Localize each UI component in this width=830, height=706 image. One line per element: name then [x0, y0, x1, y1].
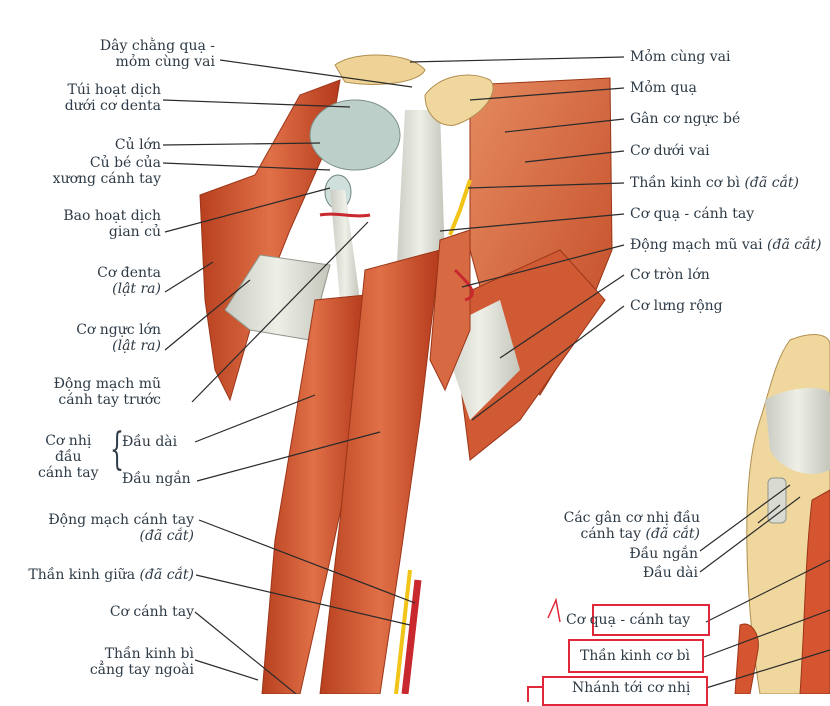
- median-nerve: [394, 569, 412, 695]
- label-acromion: Mỏm cùng vai: [630, 49, 731, 65]
- label-intertubercular-sheath: Bao hoạt dịch gian củ: [63, 208, 161, 240]
- label-circumflex-scapular: Động mạch mũ vai (đã cắt): [630, 237, 822, 253]
- handwritten-tick: [547, 597, 561, 623]
- label-inset-branch-to-biceps: Nhánh tới cơ nhị: [572, 680, 691, 696]
- leader-lines: [162, 56, 830, 695]
- label-median-nerve: Thần kinh giữa (đã cắt): [28, 567, 194, 583]
- label-inset-musculocutaneous: Thần kinh cơ bì: [580, 648, 691, 664]
- label-greater-tubercle: Củ lớn: [114, 137, 161, 153]
- label-brachialis: Cơ cánh tay: [109, 604, 194, 620]
- highlight-box-branch-edge: [527, 686, 543, 702]
- label-musculocutaneous-nerve: Thần kinh cơ bì (đã cắt): [630, 175, 799, 191]
- label-lesser-tubercle: Củ bé của xương cánh tay: [52, 155, 161, 187]
- inset-biceps-tendon-stump: [767, 477, 787, 524]
- subdeltoid-bursa: [309, 99, 401, 171]
- coracoid-bone: [424, 74, 494, 126]
- label-inset-coracobrachialis: Cơ quạ - cánh tay: [566, 612, 691, 628]
- label-long-head: Đầu dài: [122, 434, 178, 450]
- label-deltoid: Cơ đenta (lật ra): [97, 265, 161, 297]
- acromion-bone: [334, 54, 426, 85]
- label-subdeltoid-bursa: Túi hoạt dịch dưới cơ denta: [64, 82, 161, 114]
- label-short-head: Đầu ngắn: [122, 471, 191, 487]
- label-pectoralis-major: Cơ ngực lớn (lật ra): [76, 322, 161, 354]
- brachial-artery: [401, 579, 422, 695]
- main-illustration: [199, 54, 613, 695]
- anterior-circumflex-artery: [319, 212, 371, 218]
- musculocutaneous-nerve: [448, 179, 472, 236]
- label-acromioclavicular-ligament: Dây chằng quạ - mỏm cùng vai: [99, 38, 215, 70]
- label-brachial-artery: Động mạch cánh tay (đã cắt): [48, 512, 194, 544]
- inset-branch-muscle: [734, 623, 759, 695]
- label-inset-biceps-tendons: Các gân cơ nhị đầu cánh tay (đã cắt): [563, 510, 700, 542]
- deltoid-muscle: [199, 79, 341, 402]
- coracobrachialis-muscle: [429, 229, 471, 392]
- biceps-brace: {: [110, 424, 124, 475]
- inset-tendon-area: [765, 388, 830, 474]
- label-subscapularis: Cơ dưới vai: [630, 143, 710, 159]
- label-inset-short-head: Đầu ngắn: [629, 546, 698, 562]
- label-anterior-circumflex-humeral: Động mạch mũ cánh tay trước: [53, 376, 161, 408]
- label-teres-major: Cơ tròn lớn: [630, 267, 710, 283]
- highlight-box-musculocutaneous: [568, 639, 704, 673]
- label-inset-long-head: Đầu dài: [642, 565, 698, 581]
- circumflex-scapular-artery: [453, 268, 474, 302]
- label-coracoid: Mỏm quạ: [630, 80, 697, 96]
- label-coracobrachialis: Cơ quạ - cánh tay: [630, 206, 755, 222]
- inset-illustration: [734, 334, 830, 695]
- label-lateral-cutaneous-nerve: Thần kinh bì cẳng tay ngoài: [89, 646, 194, 678]
- label-biceps: Cơ nhị đầu cánh tay: [38, 433, 99, 481]
- label-pectoralis-minor-tendon: Gân cơ ngực bé: [630, 111, 741, 127]
- highlight-box-coracobrachialis: [592, 604, 710, 636]
- label-latissimus-dorsi: Cơ lưng rộng: [630, 298, 723, 314]
